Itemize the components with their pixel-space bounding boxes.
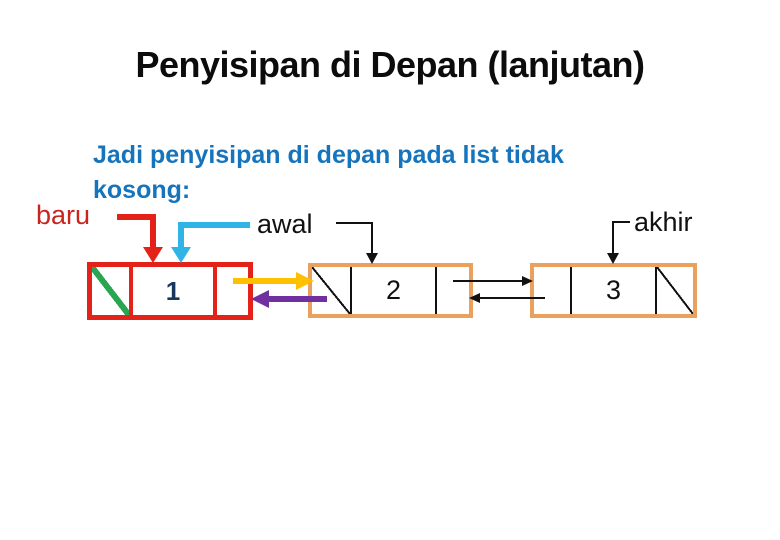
- body-text-line-1: Jadi penyisipan di depan pada list tidak: [93, 141, 564, 169]
- awal-pointer-arrow: [178, 222, 250, 250]
- node1-value: 1: [133, 267, 217, 315]
- pointer-label-akhir: akhir: [634, 207, 693, 237]
- node3-next-cell: [657, 267, 693, 314]
- node2-value: 2: [352, 267, 437, 314]
- node1-prev-cell: [92, 267, 133, 315]
- node2-prev-cell: [312, 267, 352, 314]
- pointer-label-baru: baru: [36, 200, 91, 230]
- body-text: Jadi penyisipan di depan pada list tidak…: [93, 138, 693, 208]
- node2-next-cell: [437, 267, 469, 314]
- pointer-label-awal: awal: [257, 209, 313, 239]
- body-text-line-2: kosong:: [93, 176, 191, 204]
- akhir-pointer-arrow: [612, 221, 630, 255]
- awal-pointer-arrowhead: [171, 247, 191, 263]
- list-node-2: 2: [308, 263, 473, 318]
- null-marker-slash-black: [657, 267, 693, 314]
- null-marker-slash-green: [92, 267, 129, 315]
- node3-prev-cell: [534, 267, 572, 314]
- list-node-1: 1: [87, 262, 253, 320]
- null-marker-slash-black: [312, 267, 350, 314]
- awal-old-pointer-arrow: [336, 222, 373, 255]
- slide-title: Penyisipan di Depan (lanjutan): [135, 44, 645, 85]
- node1-next-cell: [217, 267, 248, 315]
- baru-pointer-arrowhead: [143, 247, 163, 263]
- node2-prev-arrowhead: [251, 290, 269, 308]
- baru-pointer-arrow: [117, 214, 156, 250]
- list-node-3: 3: [530, 263, 697, 318]
- node3-value: 3: [572, 267, 657, 314]
